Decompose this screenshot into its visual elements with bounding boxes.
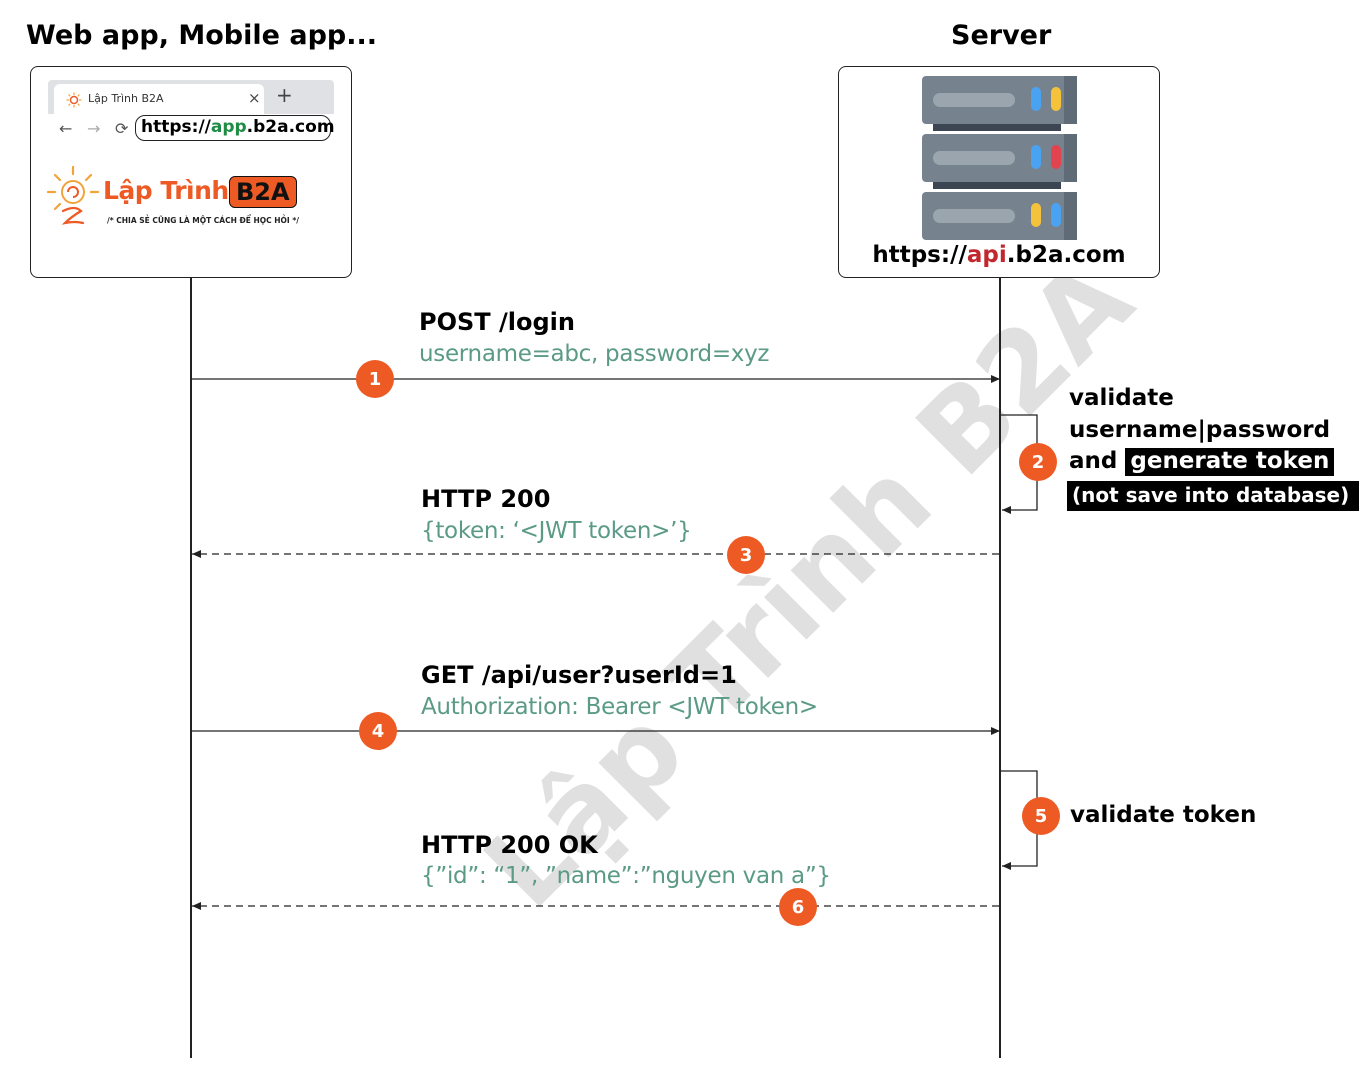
close-tab-icon[interactable]: × (248, 89, 261, 107)
sun-logo-icon (46, 165, 100, 225)
server-url-prefix: https:// (872, 242, 967, 268)
client-box: Lập Trình B2A × + ← → ⟳ https://app.b2a.… (30, 66, 352, 278)
server-actor-title: Server (951, 20, 1052, 51)
url-suffix: .b2a.com (246, 117, 335, 137)
client-actor-title: Web app, Mobile app... (26, 20, 377, 51)
message-1-title: POST /login (419, 308, 575, 336)
message-4-detail: Authorization: Bearer <JWT token> (421, 694, 818, 720)
server-box: https://api.b2a.com (838, 66, 1160, 278)
browser-tab[interactable]: Lập Trình B2A × (54, 84, 264, 114)
message-1-detail: username=abc, password=xyz (419, 341, 770, 367)
tab-title: Lập Trình B2A (88, 92, 164, 105)
step-2-and: and (1069, 448, 1118, 474)
message-6-title: HTTP 200 OK (421, 831, 598, 859)
url-highlight: app (210, 117, 247, 137)
message-6-detail: {”id”: “1”, ”name”:”nguyen van a”} (421, 863, 831, 889)
step-2-line1: validate (1069, 385, 1174, 411)
step-badge-5: 5 (1022, 797, 1060, 835)
step-badge-4: 4 (359, 712, 397, 750)
message-3-title: HTTP 200 (421, 485, 551, 513)
message-3-detail: {token: ‘<JWT token>’} (421, 518, 692, 544)
step-2-line2: username|password (1069, 417, 1331, 443)
server-url-suffix: .b2a.com (1006, 242, 1126, 268)
browser-tab-bar: Lập Trình B2A × + (48, 80, 334, 114)
step-2-generate-token: generate token (1125, 448, 1335, 476)
server-lifeline (999, 278, 1001, 1058)
message-4-title: GET /api/user?userId=1 (421, 661, 737, 689)
logo-name: Lập Trình (103, 176, 229, 205)
server-rack-icon (922, 76, 1077, 240)
step-badge-2: 2 (1019, 443, 1057, 481)
step-badge-1: 1 (356, 360, 394, 398)
client-lifeline (190, 278, 192, 1058)
forward-arrow-icon[interactable]: → (87, 119, 101, 138)
address-bar[interactable]: https://app.b2a.com (135, 115, 335, 141)
favicon-icon (66, 92, 82, 108)
step-badge-3: 3 (727, 536, 765, 574)
url-prefix: https:// (141, 117, 211, 137)
back-arrow-icon[interactable]: ← (59, 119, 73, 138)
step-2-not-saved: (not save into database) (1067, 481, 1360, 511)
reload-icon[interactable]: ⟳ (115, 119, 129, 138)
step-5-label: validate token (1070, 802, 1257, 828)
new-tab-icon[interactable]: + (276, 83, 293, 107)
server-url-highlight: api (966, 242, 1007, 268)
step-2-line3: and generate token (1069, 446, 1335, 477)
step-badge-6: 6 (779, 888, 817, 926)
logo-slogan: /* CHIA SẺ CŨNG LÀ MỘT CÁCH ĐỂ HỌC HỎI *… (107, 216, 299, 225)
server-url: https://api.b2a.com (839, 242, 1159, 268)
step-2-line4: (not save into database) (1067, 480, 1360, 511)
logo-badge: B2A (229, 176, 297, 208)
